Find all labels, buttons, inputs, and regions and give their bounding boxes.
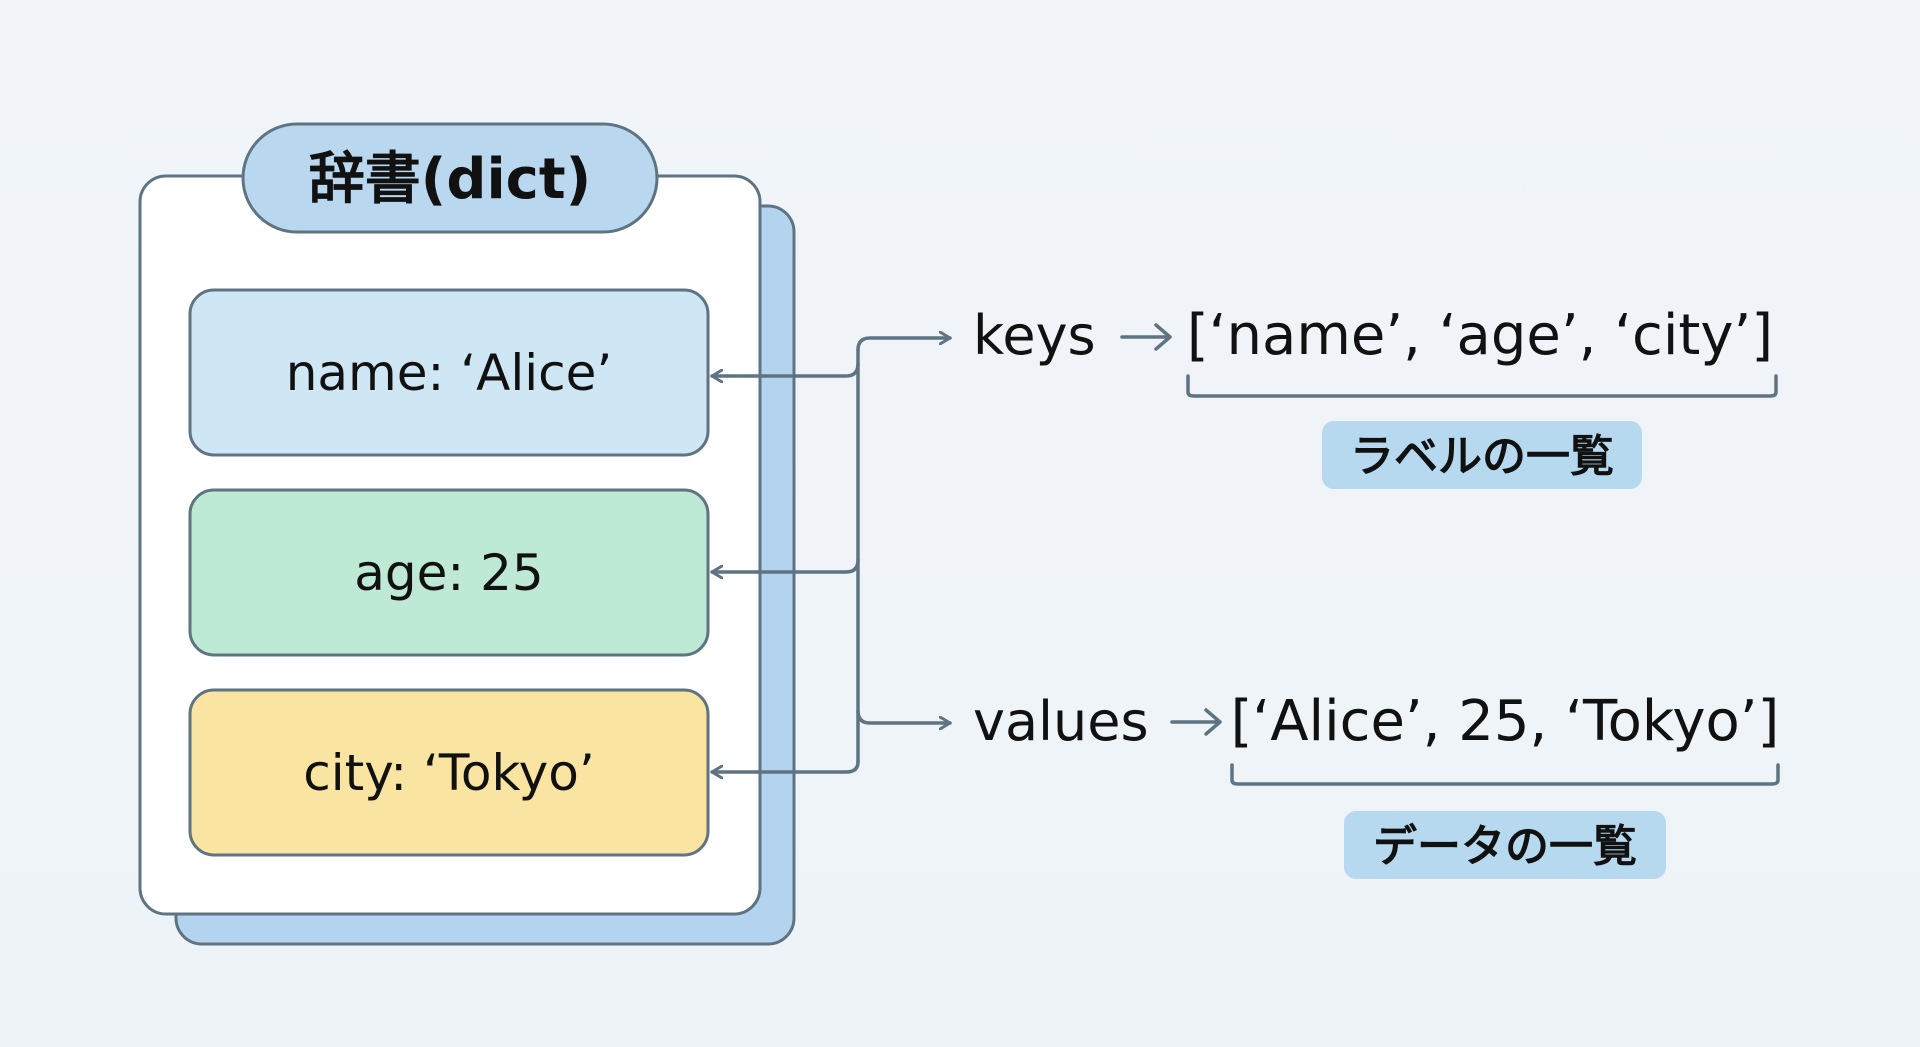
connector-values-arrow [856,709,952,723]
entry-box [188,288,710,457]
entry-text: age: 25 [354,544,544,602]
values-row: values [‘Alice’, 25, ‘Tokyo’] データの一覧 [973,689,1780,879]
connector-to-age-arrow [710,558,860,572]
dict-title: 辞書(dict) [309,147,591,212]
entry-name: name: ‘Alice’ [188,288,710,457]
values-brace [1230,763,1780,786]
entry-text: name: ‘Alice’ [286,344,613,402]
values-arrow-icon [1170,708,1222,736]
values-badge-bg [1344,811,1666,879]
keys-brace [1186,374,1778,398]
dict-title-pill: 辞書(dict) [241,122,659,234]
values-badge: データの一覧 [1373,821,1637,872]
keys-list: [‘name’, ‘age’, ‘city’] [1187,303,1773,368]
values-list: [‘Alice’, 25, ‘Tokyo’] [1231,689,1780,754]
keys-arrow-icon [1120,323,1172,351]
entry-city: city: ‘Tokyo’ [188,688,710,857]
entry-box [188,488,710,657]
connector-keys-arrow [856,338,952,352]
connector-to-name-arrow [710,362,860,376]
connectors [710,338,952,772]
keys-badge: ラベルの一覧 [1350,431,1614,482]
connector-to-city-arrow [710,760,860,772]
keys-badge-bg [1322,421,1642,489]
values-label: values [973,690,1149,753]
entry-text: city: ‘Tokyo’ [303,744,594,802]
entry-box [188,688,710,857]
keys-label: keys [973,304,1096,367]
entry-age: age: 25 [188,488,710,657]
keys-row: keys [‘name’, ‘age’, ‘city’] ラベルの一覧 [973,303,1778,489]
